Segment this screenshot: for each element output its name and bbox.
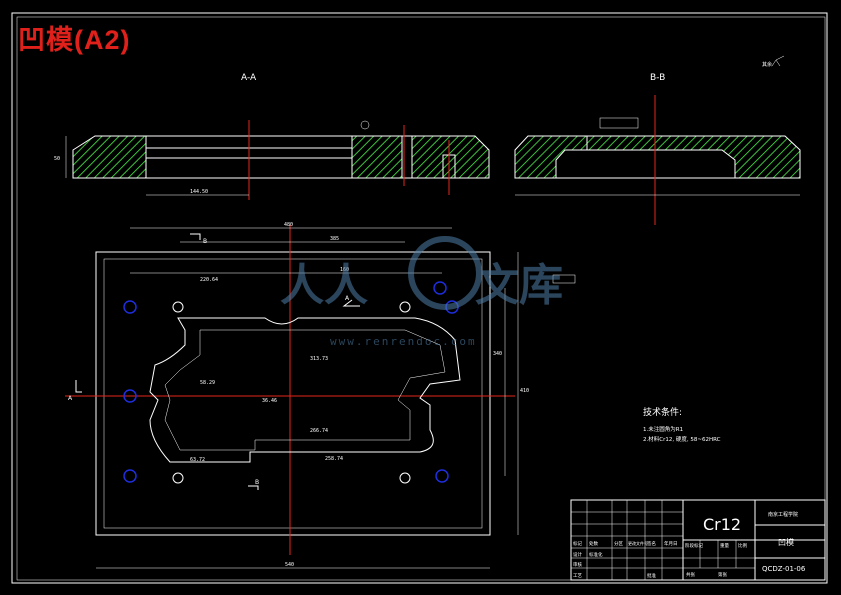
dim-266-74: 266.74	[310, 428, 328, 434]
dim-385: 385	[330, 236, 339, 242]
plan-view: 480 385 160 220.64 540 410 340 313.73 26…	[65, 222, 576, 569]
watermark-cn1: 人人	[280, 260, 368, 311]
hatch-bb-right	[586, 135, 801, 179]
tb-label-sheet: 第张	[718, 571, 727, 578]
tech-item-1: 1.未注圆角为R1	[643, 425, 683, 433]
tb-label-date: 年月日	[664, 540, 678, 547]
tb-label-design: 设计	[573, 551, 582, 558]
die-cavity	[149, 317, 461, 463]
watermark-logo-icon	[408, 236, 482, 310]
roughness-symbol-icon	[771, 55, 785, 67]
hatch-bb-left	[514, 135, 588, 179]
tb-label-mark: 标记	[573, 540, 582, 547]
section-aa: 144.50 50	[54, 120, 490, 200]
section-bb	[514, 95, 801, 225]
tb-label-total-sheets: 共张	[686, 571, 695, 578]
tb-school: 南京工程学院	[768, 511, 798, 518]
dim-36-46: 36.46	[262, 398, 277, 404]
tb-label-sign: 签名	[647, 540, 656, 547]
hatch-aa-left	[72, 135, 147, 179]
screw-hole-br	[435, 469, 449, 483]
dim-313-73: 313.73	[310, 356, 328, 362]
hatch-aa-middle	[351, 135, 403, 179]
dim-480: 480	[284, 222, 293, 228]
tb-label-change-doc: 更改文件号	[628, 540, 648, 546]
watermark-cn2: 文库	[475, 260, 563, 311]
pin-hole-tr	[399, 301, 411, 313]
label-section-bb: B-B	[650, 73, 665, 83]
tb-label-standard: 标准化	[589, 551, 603, 558]
tb-label-weight: 重量	[720, 542, 729, 549]
dim-58-29: 58.29	[200, 380, 215, 386]
marker-view-a-left: A	[68, 395, 73, 402]
hatch-aa-right	[411, 135, 490, 179]
screw-hole-bl	[123, 469, 137, 483]
marker-view-b-top: B	[203, 238, 207, 245]
pin-hole-bl	[172, 472, 184, 484]
tb-label-zone: 分区	[614, 540, 623, 547]
title-block: Cr12 南京工程学院 凹模 QCDZ-01-06 标记 处数 分区 更改文件号…	[570, 499, 826, 581]
inner-frame	[16, 16, 826, 581]
plate-outer	[95, 251, 491, 536]
tb-material: Cr12	[703, 515, 741, 534]
dim-258-74: 258.74	[325, 456, 343, 462]
screw-hole-ml	[123, 389, 137, 403]
dim-220-64: 220.64	[200, 277, 218, 283]
watermark: 人人 文库 www.renrendoc.com	[280, 236, 563, 348]
marker-view-b-bottom: B	[255, 479, 259, 486]
tb-label-count: 处数	[589, 540, 598, 547]
drawing-title: 凹模(A2)	[18, 25, 131, 55]
tb-label-approve: 批准	[647, 572, 656, 579]
tb-label-scale: 比例	[738, 542, 747, 549]
dim-410: 410	[520, 388, 529, 394]
tb-label-process: 工艺	[573, 573, 582, 579]
dim-63-72: 63.72	[190, 457, 205, 463]
tb-label-stage: 阶段标记	[685, 542, 703, 549]
tech-heading: 技术条件:	[643, 406, 682, 418]
outer-frame	[11, 12, 828, 584]
tech-item-2: 2.材料Cr12, 硬度, 58~62HRC	[643, 435, 721, 443]
screw-hole-tl	[123, 300, 137, 314]
tb-label-review: 审核	[573, 561, 582, 568]
label-roughness-other: 其余	[762, 61, 772, 68]
pin-hole-tl	[172, 301, 184, 313]
watermark-url: www.renrendoc.com	[330, 335, 477, 348]
dim-540: 540	[285, 562, 294, 568]
dim-340: 340	[493, 351, 502, 357]
label-section-aa: A-A	[241, 73, 257, 83]
tb-part-name: 凹模	[778, 537, 794, 547]
tb-drawing-no: QCDZ-01-06	[762, 565, 806, 573]
dim-50: 50	[54, 156, 60, 162]
dim-160: 160	[340, 267, 349, 273]
marker-view-a-right: A	[345, 295, 350, 302]
dim-144: 144.50	[190, 189, 208, 195]
plate-inner	[103, 258, 483, 529]
pin-hole-br	[399, 472, 411, 484]
screw-hole-tr	[433, 281, 447, 295]
